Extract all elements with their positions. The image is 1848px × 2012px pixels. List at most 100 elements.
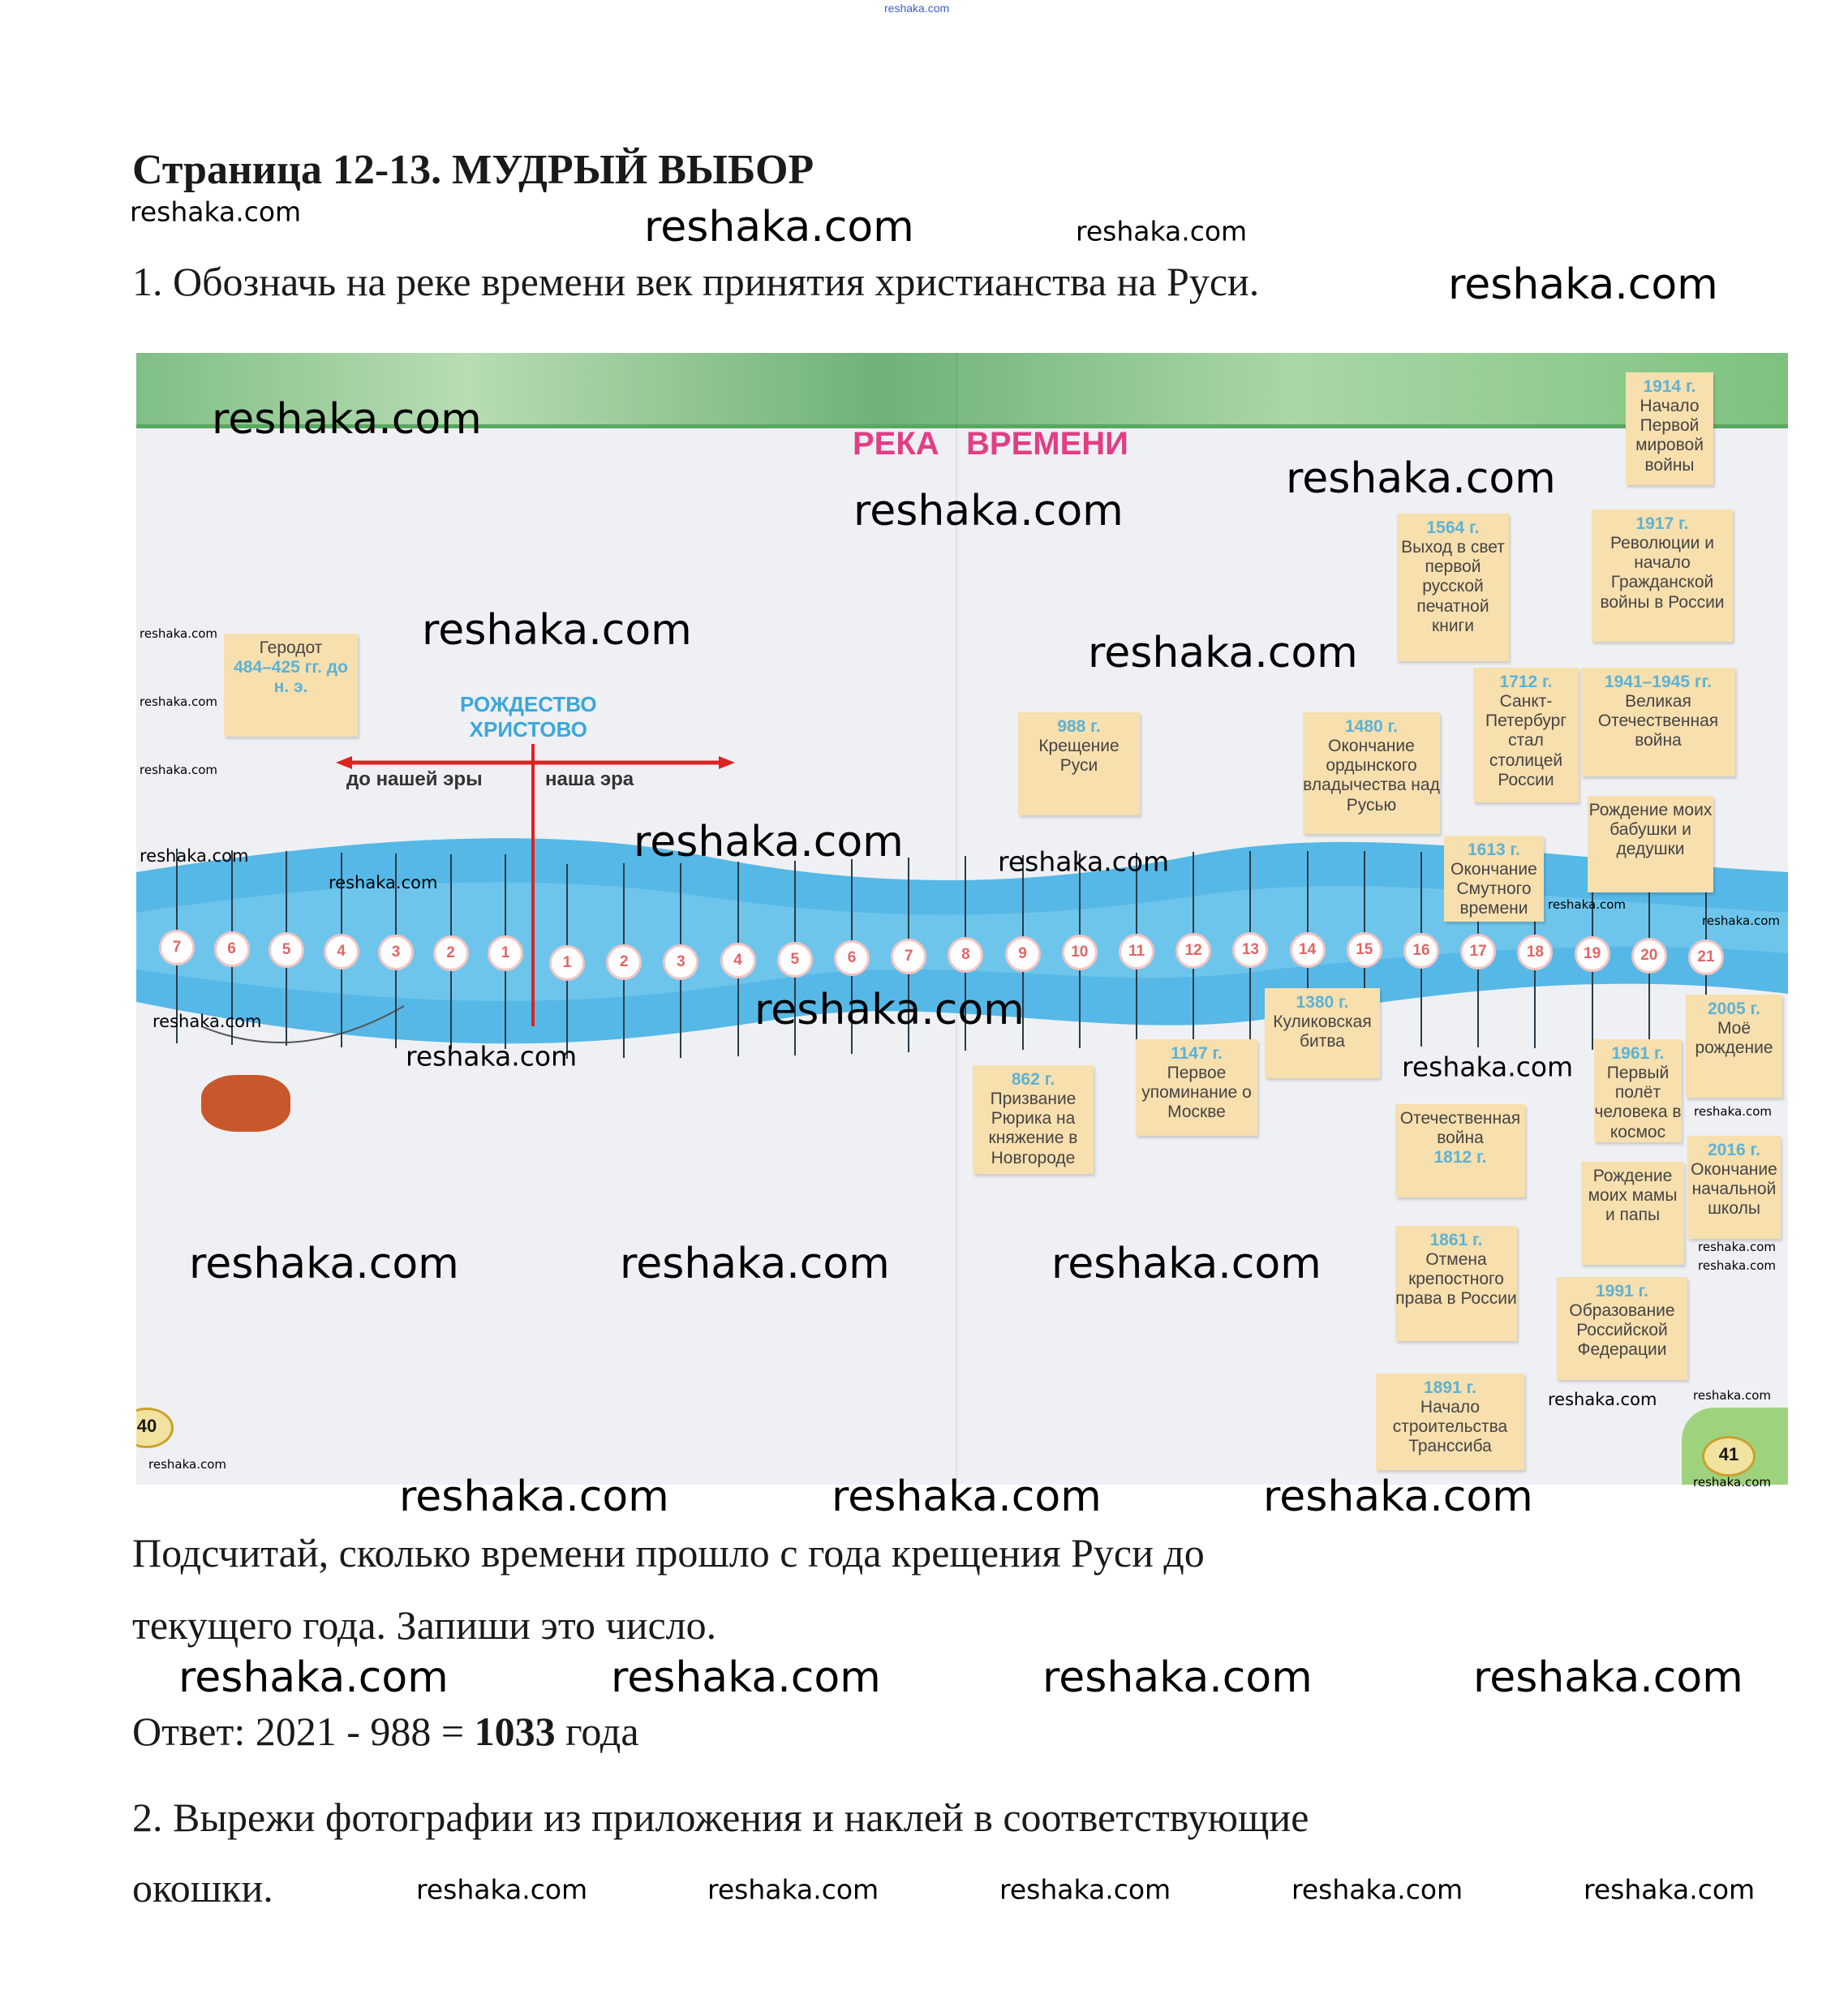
watermark: reshaka.com <box>1693 1475 1771 1490</box>
green-header-band <box>136 353 1788 428</box>
note-year: 1891 г. <box>1423 1378 1477 1397</box>
note-text: Окончание начальной школы <box>1691 1160 1777 1219</box>
bc-century-marker: 3 <box>378 934 414 970</box>
watermark: reshaka.com <box>999 1873 1171 1906</box>
note-text: Рождение моих бабушки и дедушки <box>1588 801 1713 859</box>
ad-century-marker: 10 <box>1061 935 1098 971</box>
ad-century-marker: 13 <box>1232 932 1269 969</box>
watermark: reshaka.com <box>178 1653 449 1702</box>
watermark: reshaka.com <box>1402 1051 1574 1083</box>
note-text: Санкт-Петербург стал столицей России <box>1485 692 1567 789</box>
watermark: reshaka.com <box>1286 454 1556 503</box>
timeline-note: 1564 г.Выход в свет первой русской печат… <box>1397 514 1509 661</box>
ad-century-marker: 1 <box>549 944 585 981</box>
bc-label: до нашей эры <box>346 768 483 790</box>
timeline-note: 1991 г.Образование Российской Федерации <box>1557 1277 1687 1380</box>
watermark: reshaka.com <box>832 1472 1102 1521</box>
timeline-note: 1380 г.Куликовская битва <box>1265 988 1380 1078</box>
timeline-note: Рождение моих бабушки и дедушки <box>1588 796 1713 892</box>
note-text: Крещение Руси <box>1038 737 1120 776</box>
ad-century-marker: 4 <box>720 943 756 979</box>
ad-century-marker: 11 <box>1119 933 1154 969</box>
watermark: reshaka.com <box>998 845 1170 878</box>
watermark: reshaka.com <box>422 606 692 655</box>
ad-century-marker: 2 <box>606 944 643 981</box>
timeline-note: 1712 г.Санкт-Петербург стал столицей Рос… <box>1473 668 1579 802</box>
watermark: reshaka.com <box>140 763 217 777</box>
timeline-note: 1891 г.Начало строительства Транссиба <box>1376 1374 1524 1470</box>
river-of-time-picture: РЕКА ВРЕМЕНИ РОЖДЕСТВО ХРИСТОВО до нашей… <box>136 353 1788 1485</box>
watermark: reshaka.com <box>153 1012 262 1031</box>
bracket-arc <box>200 1005 405 1043</box>
note-year: 1941–1945 гг. <box>1604 673 1713 691</box>
page-number-left: 40 <box>136 1408 174 1448</box>
note-year: 862 г. <box>1011 1070 1055 1089</box>
note-text: Начало Первой мировой войны <box>1635 397 1704 475</box>
note-text: Рождение моих мамы и папы <box>1588 1167 1678 1225</box>
answer: Ответ: 2021 - 988 = 1033 года <box>132 1708 639 1755</box>
watermark: reshaka.com <box>644 203 914 252</box>
dragon-illustration <box>201 1075 290 1132</box>
ad-century-marker: 8 <box>948 937 984 974</box>
note-text: Революции и начало Гражданской войны в Р… <box>1600 534 1725 612</box>
watermark: reshaka.com <box>1698 1258 1776 1273</box>
task-line-1: Подсчитай, сколько времени прошло с года… <box>132 1530 1205 1576</box>
note-year: 2005 г. <box>1707 1000 1761 1018</box>
note-year: 1147 г. <box>1171 1044 1223 1063</box>
note-text: Окончание Смутного времени <box>1450 860 1537 918</box>
note-year: 1961 г. <box>1611 1044 1665 1063</box>
note-year: 1380 г. <box>1296 993 1349 1012</box>
note-year: 1914 г. <box>1643 377 1696 396</box>
watermark: reshaka.com <box>130 196 302 228</box>
page-number-right: 41 <box>1702 1436 1756 1477</box>
note-text: Отмена крепостного права в России <box>1395 1250 1517 1309</box>
ad-century-marker: 18 <box>1517 935 1554 971</box>
ad-century-marker: 7 <box>891 939 927 975</box>
watermark: reshaka.com <box>1263 1472 1533 1521</box>
timeline-note: 1147 г.Первое упоминание о Москве <box>1136 1039 1257 1136</box>
watermark: reshaka.com <box>853 487 1124 535</box>
heading-reka: РЕКА <box>853 426 939 462</box>
watermark: reshaka.com <box>1548 1390 1657 1409</box>
watermark: reshaka.com <box>1548 897 1626 912</box>
bc-century-marker: 6 <box>213 931 250 967</box>
timeline-note: 1917 г.Революции и начало Гражданской во… <box>1592 509 1733 642</box>
timeline-note: 988 г.Крещение Руси <box>1018 712 1140 815</box>
arrow-head-right <box>719 756 735 769</box>
watermark: reshaka.com <box>611 1653 881 1702</box>
christ-label-1: РОЖДЕСТВО <box>460 692 597 716</box>
watermark: reshaka.com <box>1473 1653 1743 1702</box>
watermark: reshaka.com <box>634 818 904 866</box>
note-text: Геродот <box>259 638 323 657</box>
timeline-note: 2016 г.Окончание начальной школы <box>1687 1136 1781 1239</box>
note-year: 1712 г. <box>1499 673 1553 691</box>
watermark: reshaka.com <box>707 1873 879 1906</box>
timeline-note: Рождение моих мамы и папы <box>1581 1162 1684 1265</box>
watermark: reshaka.com <box>1694 1104 1772 1119</box>
note-text: Окончание ордынского владычества над Рус… <box>1303 737 1440 815</box>
note-year: 1917 г. <box>1635 514 1689 533</box>
watermark: reshaka.com <box>416 1873 588 1906</box>
watermark: reshaka.com <box>212 395 482 444</box>
question-2-line-1: 2. Вырежи фотографии из приложения и нак… <box>132 1795 1309 1840</box>
watermark: reshaka.com <box>1051 1240 1322 1288</box>
top-watermark: reshaka.com <box>884 2 950 15</box>
ad-century-marker: 14 <box>1289 932 1326 968</box>
timeline-note: 1861 г.Отмена крепостного права в России <box>1395 1226 1517 1341</box>
christ-label-2: ХРИСТОВО <box>469 717 587 742</box>
note-text: Куликовская битва <box>1273 1012 1372 1051</box>
note-year: 1480 г. <box>1344 717 1399 736</box>
watermark: reshaka.com <box>1702 914 1780 928</box>
note-text: Первое упоминание о Москве <box>1141 1064 1252 1122</box>
note-year: 1991 г. <box>1595 1282 1649 1300</box>
watermark: reshaka.com <box>1088 629 1358 677</box>
bc-century-marker: 7 <box>159 929 195 965</box>
watermark: reshaka.com <box>140 694 217 709</box>
note-text: Выход в свет первой русской печатной кни… <box>1401 538 1505 635</box>
bc-century-marker: 4 <box>323 933 359 969</box>
ad-century-marker: 6 <box>834 940 870 977</box>
watermark: reshaka.com <box>1042 1653 1313 1702</box>
watermark: reshaka.com <box>148 1457 226 1472</box>
question-1: 1. Обозначь на реке времени век принятия… <box>132 259 1260 304</box>
